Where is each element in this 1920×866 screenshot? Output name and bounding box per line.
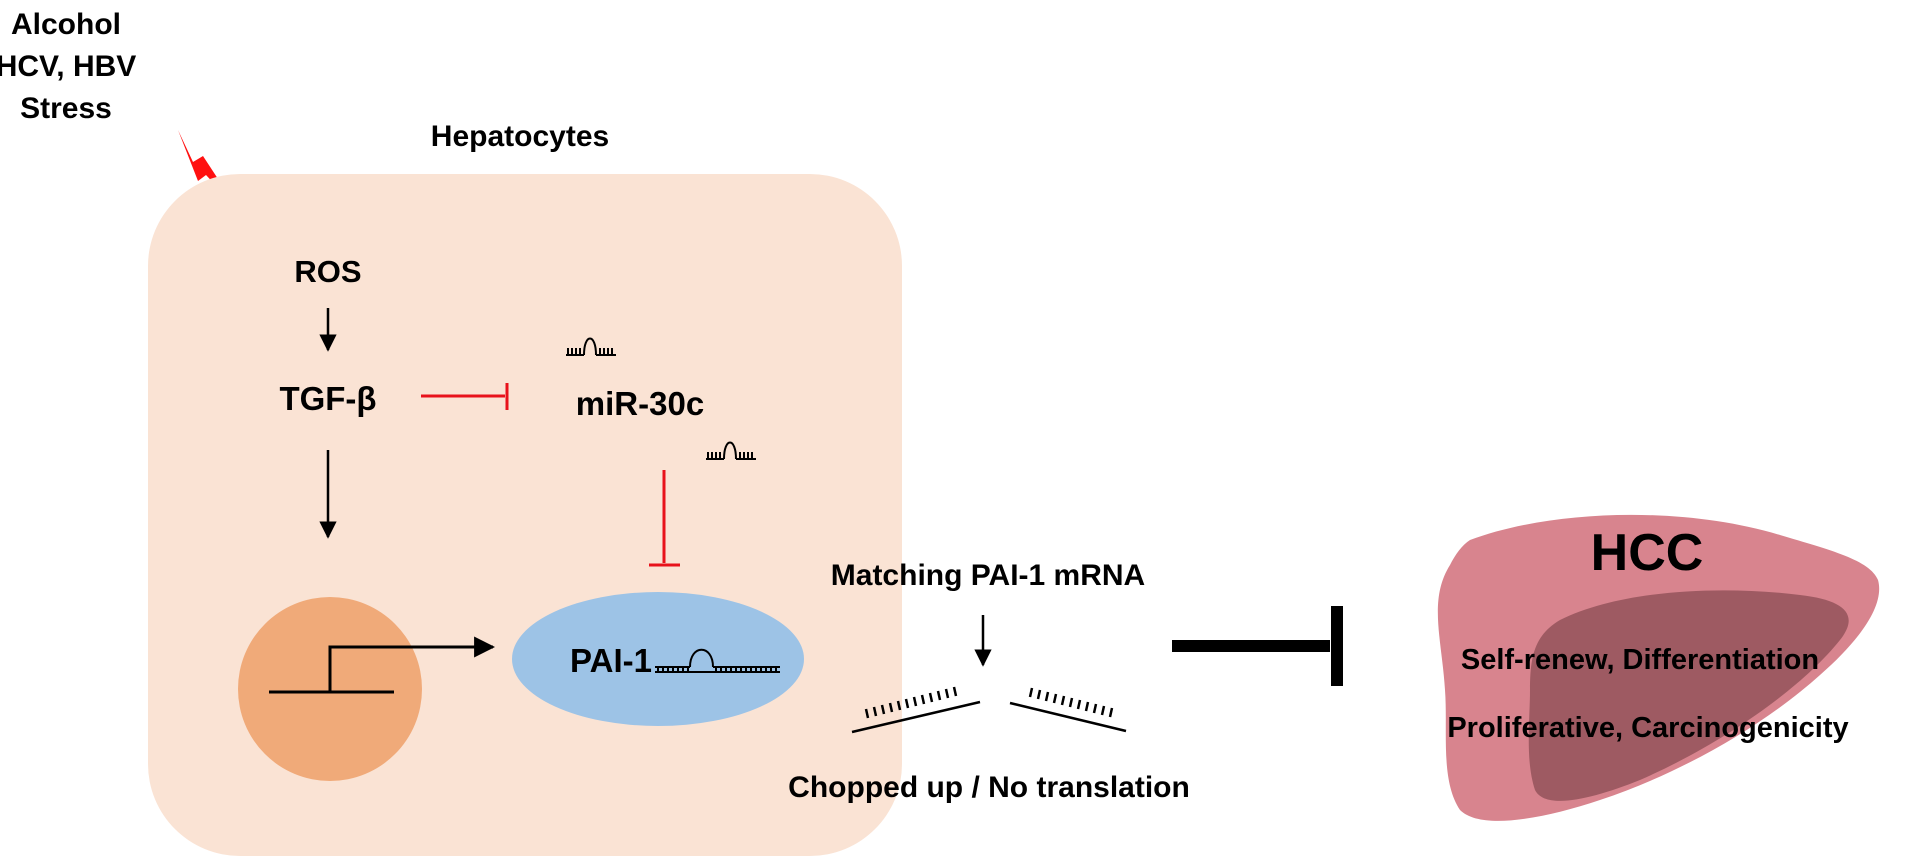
cell-title: Hepatocytes	[431, 120, 609, 153]
transcription-start-arrow	[328, 636, 496, 692]
hcc-line-2: Proliferative, Carcinogenicity	[1447, 712, 1848, 744]
matching-mrna-label: Matching PAI-1 mRNA	[831, 559, 1145, 592]
mirna-hairpin-icon	[566, 337, 616, 356]
trigger-hcv-hbv: HCV, HBV	[0, 50, 136, 83]
liver-lobe-shadow	[1528, 590, 1849, 801]
pai-1-ellipse	[512, 592, 804, 726]
trigger-stress: Stress	[20, 92, 112, 125]
chopped-mrna-fragment-right	[1009, 687, 1127, 733]
hcc-title: HCC	[1591, 524, 1704, 582]
hepatocyte-cell	[148, 174, 902, 856]
hcc-line-1: Self-renew, Differentiation	[1461, 644, 1819, 676]
trigger-alcohol: Alcohol	[11, 8, 121, 41]
chopped-label: Chopped up / No translation	[788, 771, 1190, 804]
mirna-hairpin-icon-2	[706, 441, 756, 460]
tgf-beta-label: TGF-β	[279, 380, 376, 417]
chopped-mrna-fragment-left	[851, 686, 981, 734]
ros-label: ROS	[294, 254, 361, 289]
mrna-bound-icon	[655, 648, 780, 673]
mir-30c-label: miR-30c	[576, 385, 704, 422]
pai-1-label: PAI-1	[570, 642, 652, 679]
